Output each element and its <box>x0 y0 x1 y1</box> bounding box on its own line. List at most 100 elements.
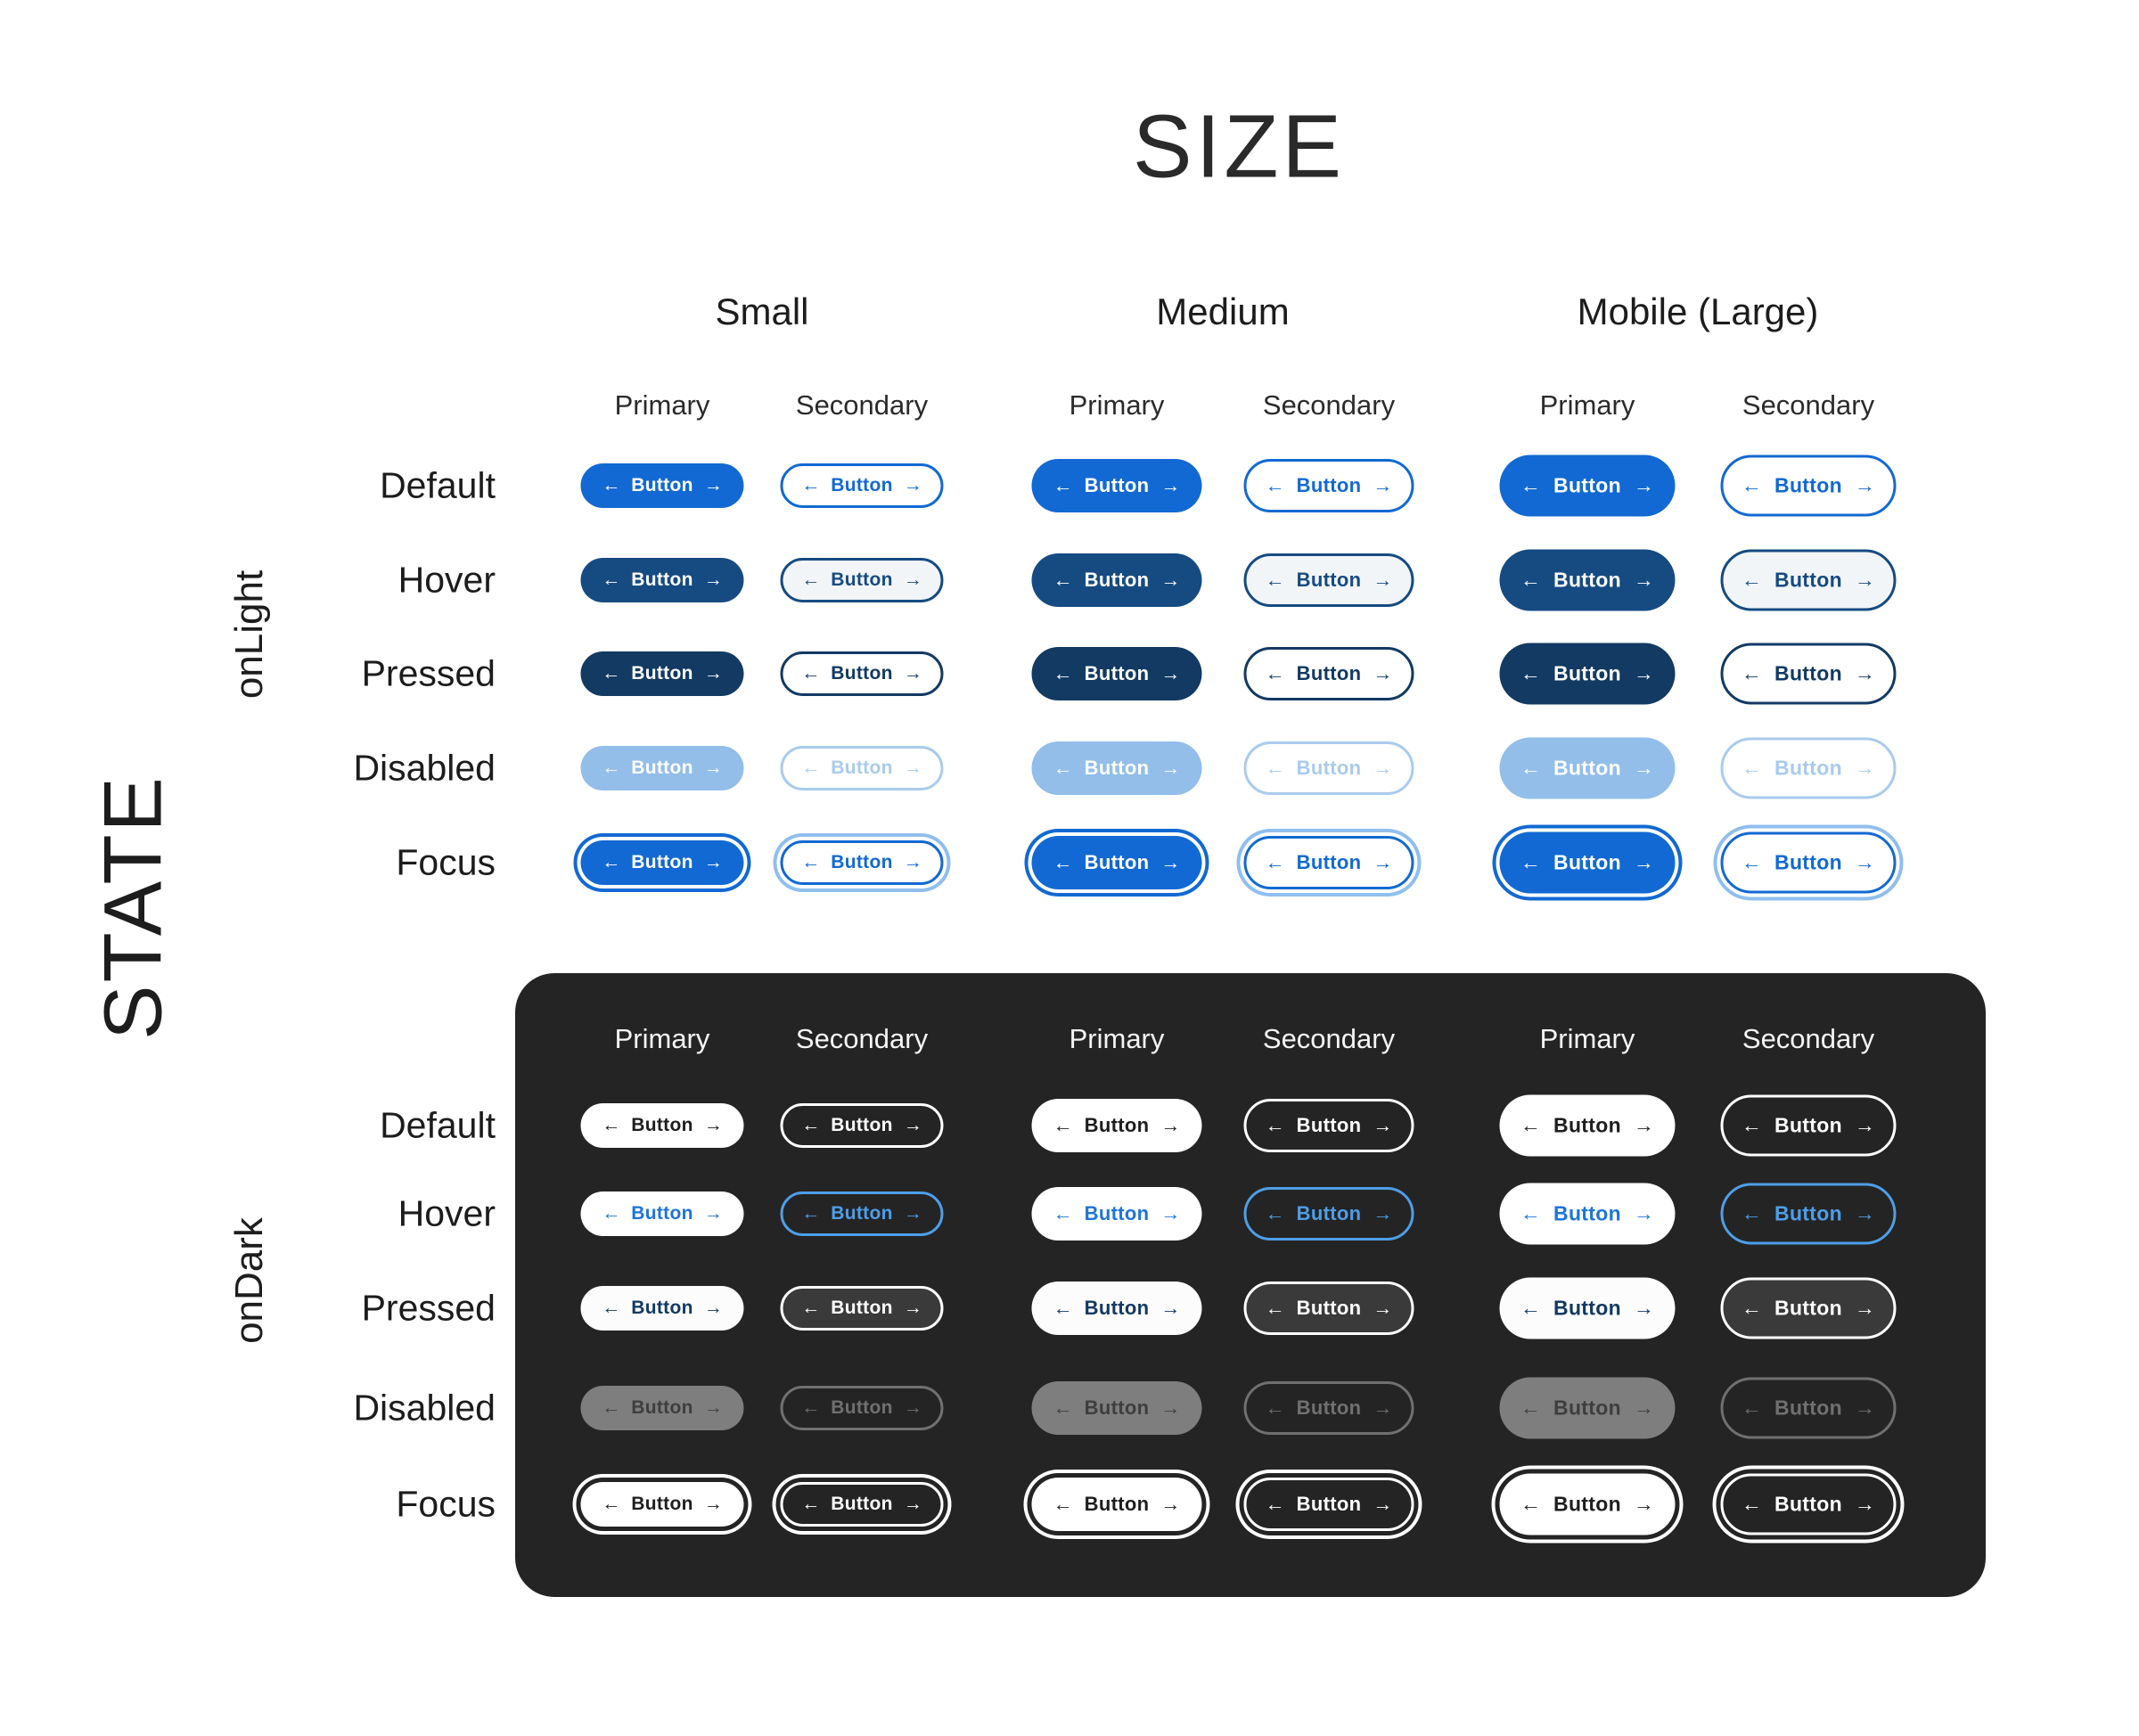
button-label: Button <box>1084 757 1150 779</box>
button-medium-secondary-pressed-dark[interactable]: ←Button→ <box>1243 1282 1414 1335</box>
state-row-label-hover-light: Hover <box>397 559 496 601</box>
button-small-primary-focus-dark[interactable]: ←Button→ <box>580 1482 744 1527</box>
button-small-primary-default-light[interactable]: ←Button→ <box>580 463 744 508</box>
button-mobile-secondary-default-dark[interactable]: ←Button→ <box>1720 1094 1897 1157</box>
button-label: Button <box>1553 1492 1621 1516</box>
button-medium-primary-focus-light[interactable]: ←Button→ <box>1031 836 1202 889</box>
button-medium-secondary-focus-light[interactable]: ←Button→ <box>1243 836 1414 889</box>
button-medium-primary-pressed-light[interactable]: ←Button→ <box>1031 647 1202 700</box>
button-mobile-primary-focus-dark[interactable]: ←Button→ <box>1499 1473 1676 1535</box>
arrow-right-icon: → <box>1633 850 1654 874</box>
button-small-primary-pressed-dark[interactable]: ←Button→ <box>580 1286 744 1331</box>
arrow-right-icon: → <box>1854 1492 1875 1516</box>
button-small-secondary-default-dark[interactable]: ←Button→ <box>780 1103 944 1148</box>
arrow-left-icon: ← <box>1053 1114 1073 1136</box>
button-medium-secondary-pressed-light[interactable]: ←Button→ <box>1243 647 1414 700</box>
arrow-left-icon: ← <box>1520 1113 1542 1137</box>
arrow-left-icon: ← <box>1742 473 1763 497</box>
button-label: Button <box>1296 757 1362 779</box>
button-small-primary-default-dark[interactable]: ←Button→ <box>580 1103 744 1148</box>
button-label: Button <box>1084 1396 1150 1419</box>
variant-header-secondary-mobile-dark: Secondary <box>1742 1023 1875 1054</box>
size-header-small: Small <box>715 291 809 332</box>
arrow-right-icon: → <box>1633 568 1654 592</box>
button-medium-primary-focus-dark[interactable]: ←Button→ <box>1031 1478 1202 1531</box>
button-mobile-primary-focus-light[interactable]: ←Button→ <box>1499 831 1676 894</box>
button-label: Button <box>1774 1396 1842 1420</box>
button-medium-secondary-focus-dark[interactable]: ←Button→ <box>1243 1478 1414 1531</box>
arrow-right-icon: → <box>1854 850 1875 874</box>
arrow-right-icon: → <box>1633 1296 1654 1320</box>
button-mobile-primary-default-dark[interactable]: ←Button→ <box>1499 1094 1676 1157</box>
button-mobile-secondary-focus-light[interactable]: ←Button→ <box>1720 831 1897 894</box>
button-label: Button <box>1084 1297 1150 1319</box>
button-medium-secondary-hover-dark[interactable]: ←Button→ <box>1243 1187 1414 1241</box>
button-mobile-primary-disabled-dark: ←Button→ <box>1499 1377 1676 1439</box>
button-small-secondary-pressed-dark[interactable]: ←Button→ <box>780 1286 944 1331</box>
arrow-left-icon: ← <box>801 757 821 778</box>
variant-header-primary-small-light: Primary <box>614 389 710 421</box>
arrow-left-icon: ← <box>1742 1492 1763 1516</box>
button-mobile-primary-pressed-dark[interactable]: ←Button→ <box>1499 1277 1676 1339</box>
arrow-right-icon: → <box>703 1203 723 1224</box>
arrow-left-icon: ← <box>801 475 821 495</box>
button-label: Button <box>831 757 893 778</box>
button-medium-secondary-default-light[interactable]: ←Button→ <box>1243 459 1414 512</box>
button-label: Button <box>1084 1493 1150 1515</box>
arrow-left-icon: ← <box>1520 1201 1542 1225</box>
arrow-left-icon: ← <box>1265 1114 1285 1136</box>
variant-header-primary-mobile-dark: Primary <box>1539 1023 1635 1054</box>
button-mobile-secondary-pressed-light[interactable]: ←Button→ <box>1720 643 1897 705</box>
button-medium-primary-default-light[interactable]: ←Button→ <box>1031 459 1202 512</box>
button-label: Button <box>1084 569 1150 591</box>
state-row-label-focus-dark: Focus <box>396 1483 496 1525</box>
button-mobile-primary-default-light[interactable]: ←Button→ <box>1499 454 1676 517</box>
button-medium-secondary-hover-light[interactable]: ←Button→ <box>1243 553 1414 607</box>
button-medium-primary-hover-light[interactable]: ←Button→ <box>1031 553 1202 607</box>
arrow-right-icon: → <box>1854 1296 1875 1320</box>
button-small-primary-hover-light[interactable]: ←Button→ <box>580 558 744 602</box>
arrow-right-icon: → <box>1160 569 1181 591</box>
arrow-right-icon: → <box>1160 1114 1181 1136</box>
arrow-right-icon: → <box>903 1397 922 1418</box>
button-mobile-primary-hover-light[interactable]: ←Button→ <box>1499 549 1676 611</box>
button-medium-primary-default-dark[interactable]: ←Button→ <box>1031 1099 1202 1152</box>
button-medium-secondary-disabled-light: ←Button→ <box>1243 741 1414 795</box>
button-label: Button <box>1553 661 1621 685</box>
button-small-secondary-default-light[interactable]: ←Button→ <box>780 463 944 508</box>
button-small-primary-disabled-light: ←Button→ <box>580 746 744 790</box>
button-small-secondary-focus-dark[interactable]: ←Button→ <box>780 1482 944 1527</box>
button-medium-primary-pressed-dark[interactable]: ←Button→ <box>1031 1282 1202 1335</box>
button-label: Button <box>1296 1493 1362 1515</box>
arrow-left-icon: ← <box>602 475 621 495</box>
button-medium-secondary-default-dark[interactable]: ←Button→ <box>1243 1099 1414 1152</box>
arrow-left-icon: ← <box>1520 1296 1542 1320</box>
button-label: Button <box>831 1298 893 1318</box>
button-label: Button <box>831 1494 893 1514</box>
variant-header-primary-mobile-light: Primary <box>1539 389 1635 421</box>
button-mobile-secondary-focus-dark[interactable]: ←Button→ <box>1720 1473 1897 1535</box>
button-small-secondary-hover-dark[interactable]: ←Button→ <box>780 1191 944 1236</box>
button-small-primary-focus-light[interactable]: ←Button→ <box>580 840 744 885</box>
button-small-primary-pressed-light[interactable]: ←Button→ <box>580 651 744 696</box>
arrow-left-icon: ← <box>1742 568 1763 592</box>
arrow-right-icon: → <box>903 475 922 495</box>
state-row-label-disabled-light: Disabled <box>353 747 496 789</box>
button-small-secondary-pressed-light[interactable]: ←Button→ <box>780 651 944 696</box>
button-mobile-secondary-pressed-dark[interactable]: ←Button→ <box>1720 1277 1897 1339</box>
button-medium-primary-hover-dark[interactable]: ←Button→ <box>1031 1187 1202 1241</box>
button-small-secondary-hover-light[interactable]: ←Button→ <box>780 558 944 602</box>
button-label: Button <box>631 757 693 778</box>
button-mobile-primary-pressed-light[interactable]: ←Button→ <box>1499 643 1676 705</box>
button-small-primary-hover-dark[interactable]: ←Button→ <box>580 1191 744 1236</box>
button-mobile-primary-hover-dark[interactable]: ←Button→ <box>1499 1183 1676 1245</box>
arrow-left-icon: ← <box>602 1298 621 1318</box>
arrow-left-icon: ← <box>1520 1492 1542 1516</box>
button-small-secondary-focus-light[interactable]: ←Button→ <box>780 840 944 885</box>
arrow-right-icon: → <box>1854 1396 1875 1420</box>
button-medium-primary-disabled-light: ←Button→ <box>1031 741 1202 795</box>
button-mobile-secondary-hover-light[interactable]: ←Button→ <box>1720 549 1897 611</box>
arrow-right-icon: → <box>1854 568 1875 592</box>
button-mobile-secondary-hover-dark[interactable]: ←Button→ <box>1720 1183 1897 1245</box>
button-mobile-secondary-default-light[interactable]: ←Button→ <box>1720 454 1897 517</box>
